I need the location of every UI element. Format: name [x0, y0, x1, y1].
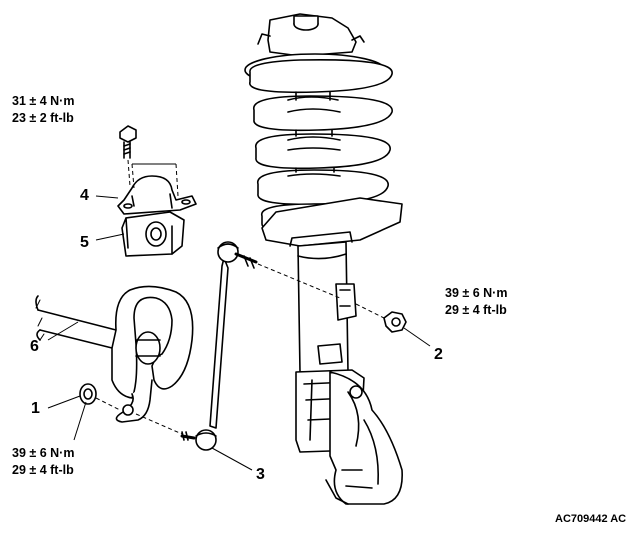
steering-knuckle	[325, 371, 403, 505]
leader-3	[211, 447, 253, 471]
guide-line-nut2	[355, 303, 385, 319]
guide-line-bolt	[127, 159, 131, 187]
torque-top-metric: 31 ± 4 N·m	[12, 94, 75, 108]
callout-4: 4	[80, 187, 89, 204]
leader-5	[95, 233, 125, 241]
callout-3: 3	[256, 466, 265, 483]
callout-5: 5	[80, 234, 89, 251]
bracket-bolt	[119, 125, 137, 159]
figure-code: AC709442 AC	[555, 513, 627, 525]
bushing-bracket	[117, 175, 197, 215]
stabilizer-bar	[35, 285, 194, 423]
strut-assembly	[244, 13, 403, 453]
leader-4	[95, 195, 119, 199]
guide-line-link-lower	[95, 397, 121, 411]
stabilizer-bushing	[121, 211, 185, 257]
stabilizer-link	[180, 241, 258, 451]
strut-link-bracket	[335, 283, 357, 321]
guide-line-link-nut	[135, 413, 183, 435]
torque-top-imperial: 23 ± 2 ft-lb	[12, 111, 74, 125]
torque-bar-imperial: 29 ± 4 ft-lb	[12, 463, 74, 477]
lower-spring-seat	[261, 197, 403, 247]
callout-1: 1	[31, 400, 40, 417]
leader-2	[403, 327, 431, 347]
strut-link-nut	[383, 311, 407, 333]
torque-bar-metric: 39 ± 6 N·m	[12, 446, 75, 460]
callout-2: 2	[434, 346, 443, 363]
stabilizer-link-nut	[79, 383, 97, 405]
torque-strut-metric: 39 ± 6 N·m	[445, 286, 508, 300]
strut-top-mount	[267, 13, 357, 57]
guide-line-link-upper	[257, 263, 341, 299]
leader-1	[47, 395, 81, 409]
torque-strut-imperial: 29 ± 4 ft-lb	[445, 303, 507, 317]
leader-6	[47, 321, 79, 341]
guide-line-bracket-right	[175, 163, 179, 197]
leader-1-torque	[73, 401, 87, 441]
callout-6: 6	[30, 338, 39, 355]
